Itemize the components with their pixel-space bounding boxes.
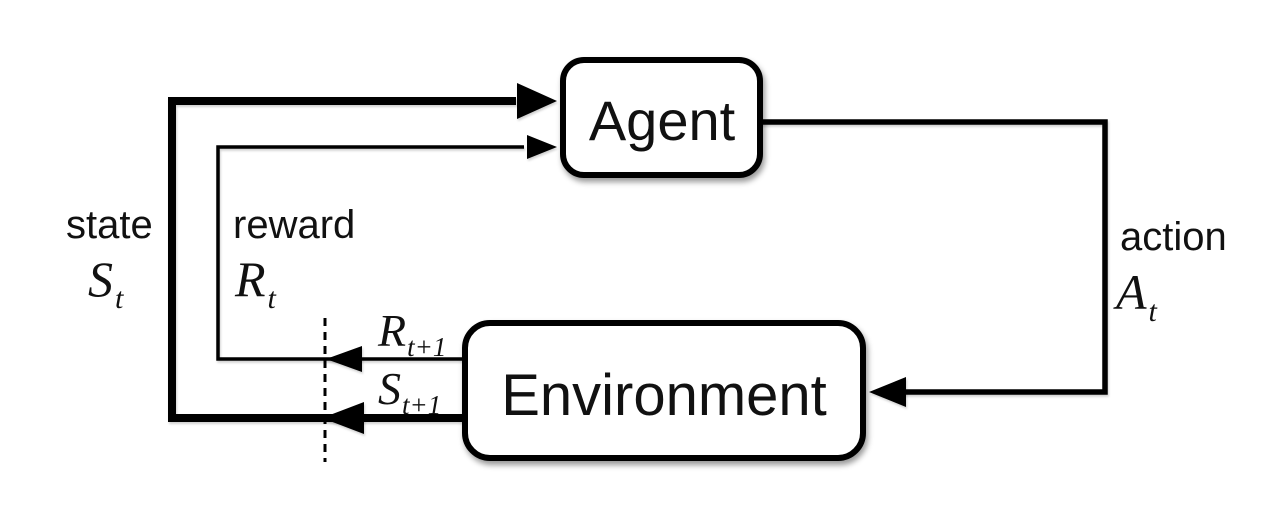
next-state-label: St+1 [378, 363, 441, 420]
agent-node [560, 57, 763, 178]
reward-subscript: t [268, 282, 277, 315]
environment-label: Environment [501, 363, 827, 428]
environment-node [462, 320, 866, 461]
state-arrowhead-icon [517, 83, 557, 119]
next-reward-symbol: R [377, 305, 406, 356]
reward-symbol: R [234, 251, 266, 307]
reward-symbol-label: Rt [234, 251, 277, 315]
action-word-label: action [1120, 215, 1227, 259]
state-subscript: t [115, 282, 124, 315]
next-state-arrowhead-icon [322, 402, 364, 434]
action-arrowhead-icon [869, 377, 906, 407]
state-symbol: S [88, 251, 113, 307]
reward-arrowhead-icon [527, 135, 557, 159]
action-subscript: t [1149, 295, 1158, 328]
reward-word-label: reward [233, 203, 355, 247]
next-reward-subscript: t+1 [407, 332, 446, 362]
agent-label: Agent [589, 89, 736, 152]
next-reward-arrowhead-icon [326, 346, 362, 372]
action-symbol: A [1113, 264, 1147, 320]
action-edge [760, 119, 1108, 395]
state-word-label: state [66, 203, 153, 247]
state-symbol-label: St [88, 251, 124, 315]
state-edge [168, 97, 516, 422]
next-state-symbol: S [378, 363, 401, 414]
next-state-subscript: t+1 [402, 390, 441, 420]
action-symbol-label: At [1113, 264, 1158, 328]
next-reward-label: Rt+1 [377, 305, 446, 362]
